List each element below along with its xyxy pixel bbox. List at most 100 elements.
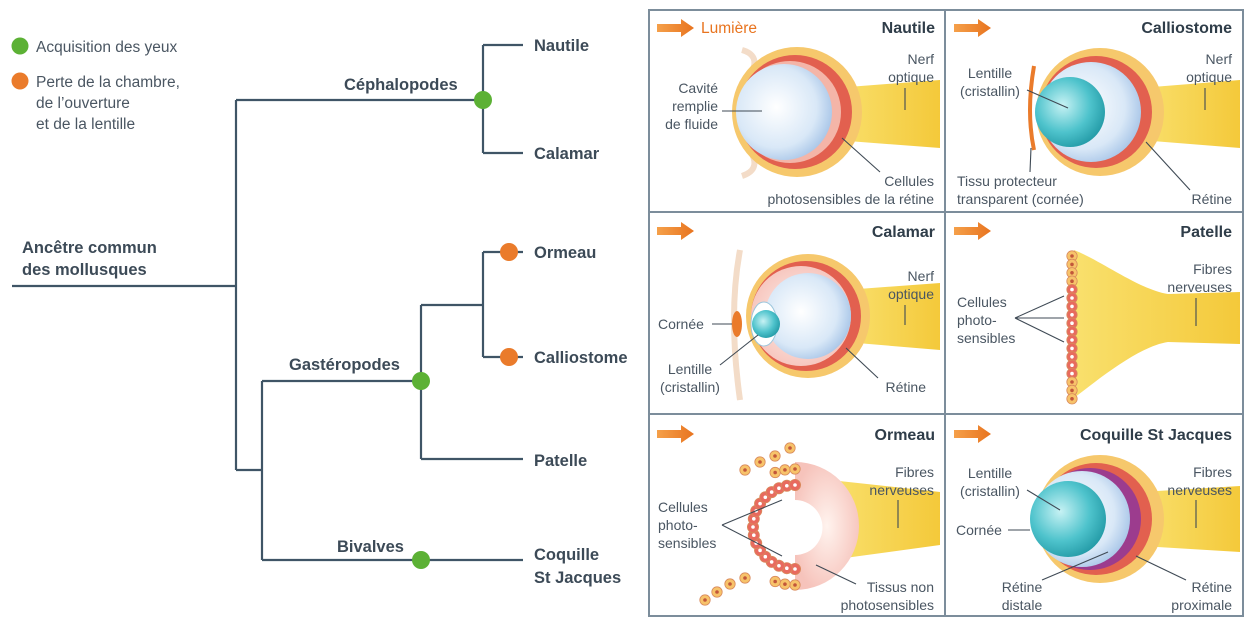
- cell-nucleus: [783, 468, 787, 472]
- cell-nucleus: [1070, 288, 1074, 292]
- photosensitive-cells: [700, 443, 801, 605]
- cell-nucleus: [1070, 389, 1074, 393]
- label-lentille-1: Lentille: [968, 65, 1013, 81]
- label-tissu-1: Tissu protecteur: [957, 173, 1057, 189]
- leaf-nautile: Nautile: [534, 37, 589, 55]
- leader-retine: [1146, 142, 1190, 190]
- legend: Acquisition des yeux Perte de la chambre…: [12, 38, 180, 134]
- label-fibres-2: nerveuses: [1167, 482, 1232, 498]
- panel-title-nautile: Nautile: [882, 20, 935, 37]
- light-arrow-icon: [954, 222, 991, 240]
- cell-nucleus: [758, 502, 762, 506]
- cell-nucleus: [770, 490, 774, 494]
- panel-title-ormeau: Ormeau: [875, 427, 935, 444]
- group-bivalves: Bivalves: [337, 538, 404, 556]
- cell-nucleus: [1070, 263, 1074, 267]
- light-arrow-icon: [954, 425, 991, 443]
- cell-nucleus: [773, 580, 777, 584]
- loss-dot-calliostome: [500, 348, 518, 366]
- fluid-cavity: [736, 64, 832, 160]
- cell-nucleus: [1070, 372, 1074, 376]
- light-arrow-icon: [657, 19, 694, 37]
- label-retine: Rétine: [886, 379, 927, 395]
- panel-patelle: Patelle Fibres nerveuses Cellules photo-…: [954, 222, 1240, 404]
- label-lentille-1: Lentille: [668, 361, 713, 377]
- cell-nucleus: [770, 560, 774, 564]
- cell-nucleus: [1070, 313, 1074, 317]
- leaf-ormeau: Ormeau: [534, 244, 596, 262]
- cell-nucleus: [777, 486, 781, 490]
- cell-nucleus: [743, 468, 747, 472]
- panel-calliostome: Calliostome Lentille (cristallin) Nerf o…: [954, 19, 1240, 207]
- leader-tissu: [1030, 148, 1031, 172]
- acquisition-dot-cephalopodes: [474, 91, 492, 109]
- label-fibres-2: nerveuses: [869, 482, 934, 498]
- cell-nucleus: [703, 598, 707, 602]
- label-lentille-2: (cristallin): [960, 483, 1020, 499]
- cell-nucleus: [785, 484, 789, 488]
- cell-nucleus: [764, 555, 768, 559]
- label-cellules-1: Cellules: [658, 499, 708, 515]
- loss-dot-ormeau: [500, 243, 518, 261]
- legend-loss-line1: Perte de la chambre,: [36, 74, 180, 91]
- cell-nucleus: [1070, 363, 1074, 367]
- leader-lentille: [720, 335, 758, 365]
- lens: [1030, 481, 1106, 557]
- group-gasteropodes: Gastéropodes: [289, 356, 400, 374]
- leader-cellules: [842, 138, 880, 172]
- cell-nucleus: [752, 533, 756, 537]
- leader-retine: [846, 348, 878, 378]
- label-retine-proximale-2: proximale: [1171, 597, 1232, 613]
- cell-nucleus: [1070, 271, 1074, 275]
- label-cornee: Cornée: [956, 522, 1002, 538]
- label-retine: Rétine: [1192, 191, 1233, 207]
- label-cellules-2: photosensibles de la rétine: [767, 191, 934, 207]
- label-cavite-3: de fluide: [665, 116, 718, 132]
- label-cornee: Cornée: [658, 316, 704, 332]
- label-cellules-2: photo-: [658, 517, 698, 533]
- label-cellules-3: sensibles: [957, 330, 1015, 346]
- cell-nucleus: [1070, 321, 1074, 325]
- leader-cellules-c: [1015, 318, 1064, 342]
- panel-title-calliostome: Calliostome: [1141, 20, 1232, 37]
- cell-nucleus: [785, 566, 789, 570]
- light-arrow-icon: [657, 222, 694, 240]
- cornea: [732, 311, 742, 337]
- label-lentille-1: Lentille: [968, 465, 1013, 481]
- label-retine-distale-2: distale: [1002, 597, 1043, 613]
- cell-nucleus: [773, 454, 777, 458]
- lens: [1035, 77, 1105, 147]
- cell-nucleus: [1070, 305, 1074, 309]
- label-tissu-2: transparent (cornée): [957, 191, 1084, 207]
- root-label-line1: Ancêtre commun: [22, 239, 157, 257]
- cell-nucleus: [793, 567, 797, 571]
- label-cavite-1: Cavité: [678, 80, 718, 96]
- label-nerf-1: Nerf: [1206, 51, 1233, 67]
- leaf-calamar: Calamar: [534, 145, 600, 163]
- loss-dot-icon: [12, 73, 29, 90]
- label-tissus-1: Tissus non: [867, 579, 934, 595]
- label-cellules-1: Cellules: [957, 294, 1007, 310]
- acquisition-dot-icon: [12, 38, 29, 55]
- cell-nucleus: [783, 582, 787, 586]
- light-arrow-icon: [954, 19, 991, 37]
- cell-nucleus: [793, 483, 797, 487]
- cell-nucleus: [773, 471, 777, 475]
- leader-cellules-a: [1015, 296, 1064, 318]
- cell-nucleus: [758, 549, 762, 553]
- label-nerf-2: optique: [888, 69, 934, 85]
- leader-retine-proximale: [1136, 556, 1186, 580]
- label-nerf-1: Nerf: [908, 268, 935, 284]
- cell-nucleus: [793, 467, 797, 471]
- leaf-coquille-line2: St Jacques: [534, 569, 621, 587]
- leaf-calliostome: Calliostome: [534, 349, 628, 367]
- cell-nucleus: [752, 517, 756, 521]
- cell-nucleus: [1070, 380, 1074, 384]
- cell-nucleus: [788, 446, 792, 450]
- cell-nucleus: [743, 576, 747, 580]
- cell-nucleus: [1070, 296, 1074, 300]
- label-retine-distale-1: Rétine: [1002, 579, 1043, 595]
- label-fibres-1: Fibres: [895, 464, 934, 480]
- light-label: Lumière: [701, 20, 757, 37]
